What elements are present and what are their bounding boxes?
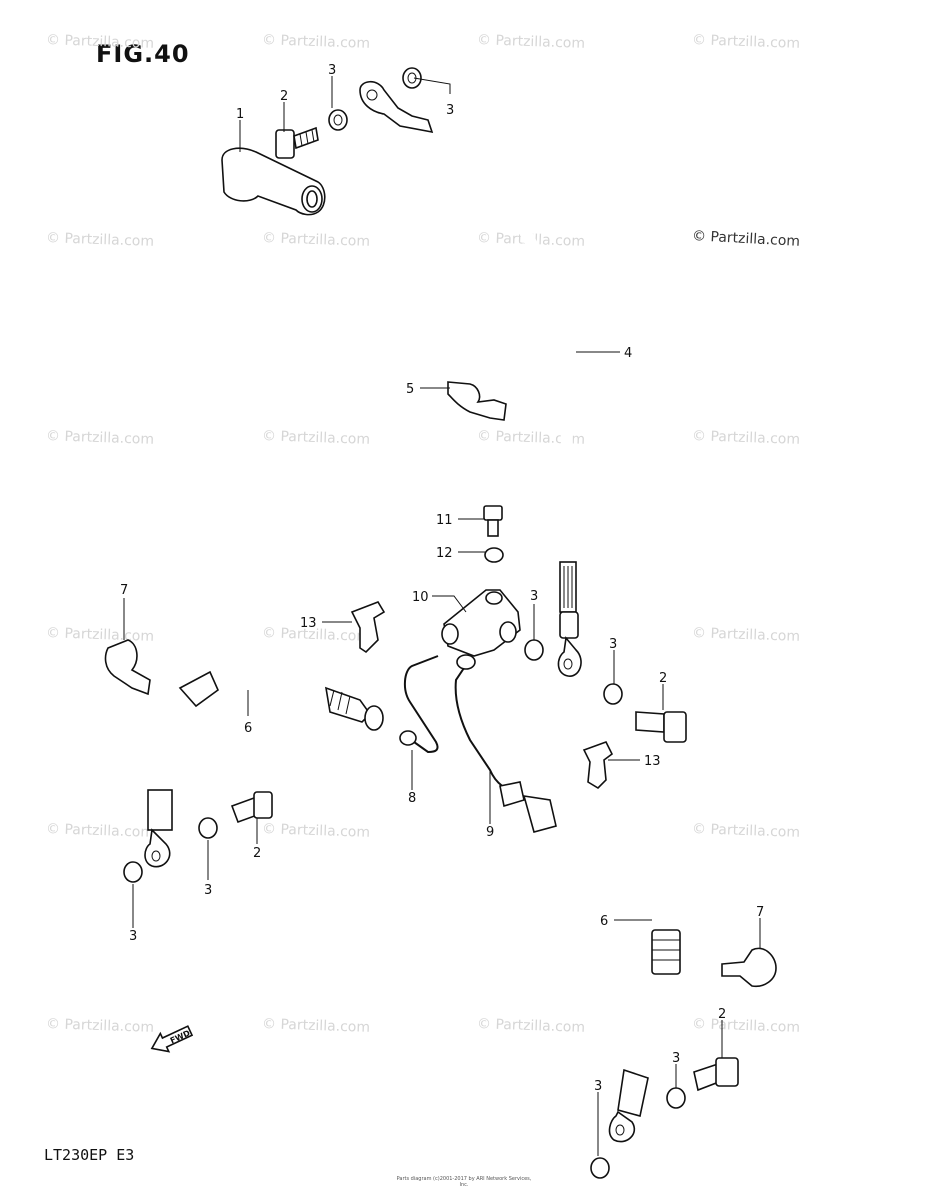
callout-5: 5 [406,382,414,397]
callout-11: 11 [436,513,453,528]
washer [198,817,218,839]
union-bolt-upper [275,126,319,159]
bolt-11 [483,505,503,537]
hose-clamp-5 [447,381,507,421]
washer [666,1087,686,1109]
callout-2: 2 [280,89,288,104]
callout-3: 3 [530,589,538,604]
brake-pipe-9-fitting [456,654,476,670]
washer [123,861,143,883]
callout-10: 10 [412,590,429,605]
callout-1: 1 [236,107,244,122]
hose-clamp-7-right [721,947,777,988]
callout-3: 3 [129,929,137,944]
left-brake-hose [144,660,384,868]
callout-3: 3 [446,103,454,118]
union-bolt-right-low [693,1057,739,1092]
washer [524,639,544,661]
hose-clamp-7-left [104,639,151,696]
callout-12: 12 [436,546,453,561]
callout-6: 6 [600,914,608,929]
model-code: LT230EP E3 [44,1146,135,1164]
callout-7: 7 [756,905,764,920]
union-bolt-left [230,791,273,824]
callout-3: 3 [328,63,336,78]
callout-3: 3 [672,1051,680,1066]
washer [590,1157,610,1179]
callout-6: 6 [244,721,252,736]
callout-13: 13 [300,616,317,631]
callout-3: 3 [204,883,212,898]
callout-8: 8 [408,791,416,806]
callout-2: 2 [718,1007,726,1022]
clip-13-upper [350,601,386,654]
callout-13: 13 [644,754,661,769]
brake-pipe-9 [454,661,521,795]
callout-7: 7 [120,583,128,598]
callout-4: 4 [624,346,632,361]
right-brake-hose [522,795,681,1143]
clip-13-lower [582,741,614,790]
upper-brake-hose [359,80,582,677]
callout-2: 2 [659,671,667,686]
washer-12 [484,547,504,563]
washer [603,683,623,705]
callout-3: 3 [609,637,617,652]
boot-part [221,147,326,216]
direction-label: FWD [169,1028,192,1045]
footer-note: Parts diagram (c)2001-2017 by ARI Networ… [396,1176,532,1188]
brake-pipe-8 [404,655,439,754]
callout-9: 9 [486,825,494,840]
brake-hose-joint [441,589,521,657]
callout-2: 2 [253,846,261,861]
washer-top-right [402,67,422,89]
brake-pipe-9-nut [499,781,525,808]
callout-3: 3 [594,1079,602,1094]
washer-top [328,109,348,131]
union-bolt-right-mid [635,711,687,743]
washer-top-inner [333,114,343,126]
brake-pipe-8-fitting [399,730,417,746]
leader-lines [123,76,761,1156]
forward-direction-arrow: FWD [150,1025,194,1053]
figure-label: FIG.40 [96,40,190,68]
